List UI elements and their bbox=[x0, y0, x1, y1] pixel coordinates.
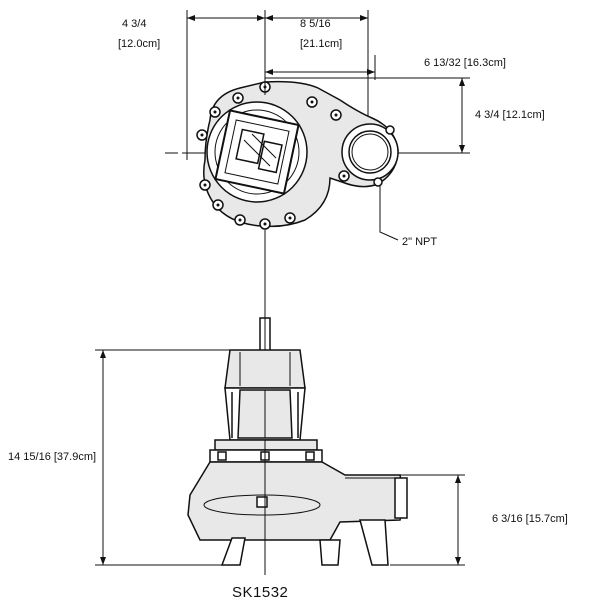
dim-top-right-width-cm: [21.1cm] bbox=[300, 38, 342, 50]
dim-top-left-width-cm: [12.0cm] bbox=[118, 38, 160, 50]
npt-leader bbox=[379, 185, 399, 241]
model-number: SK1532 bbox=[232, 584, 288, 600]
npt-callout: 2" NPT bbox=[402, 236, 437, 248]
pump-side-view bbox=[187, 317, 408, 575]
dim-discharge-offset: 6 13/32 [16.3cm] bbox=[424, 57, 506, 69]
pump-top-view bbox=[196, 80, 399, 320]
side-dimension-lines bbox=[95, 349, 465, 566]
dim-top-left-width: 4 3/4 bbox=[122, 18, 146, 30]
dim-top-right-width: 8 5/16 bbox=[300, 18, 331, 30]
dim-discharge-height: 4 3/4 [12.1cm] bbox=[475, 109, 545, 121]
dim-overall-height: 14 15/16 [37.9cm] bbox=[8, 451, 96, 463]
top-dimension-lines bbox=[165, 10, 470, 160]
dim-discharge-center-height: 6 3/16 [15.7cm] bbox=[492, 513, 568, 525]
